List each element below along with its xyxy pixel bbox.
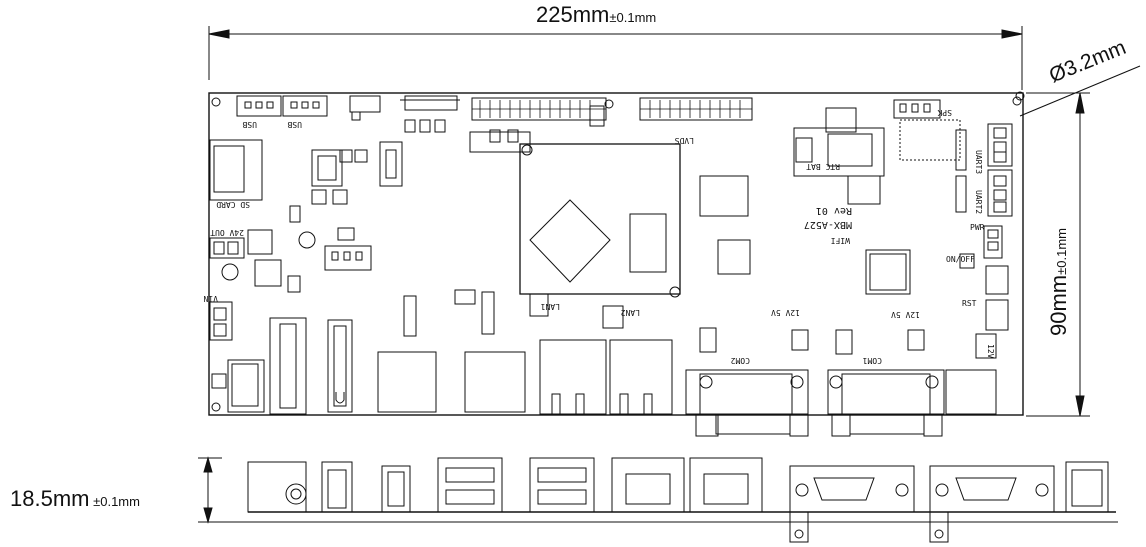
board-silkscreen: USB USB SD CARD 24V OUT VIN LVDS RTC BAT… (203, 108, 995, 365)
label-lvds: LVDS (675, 136, 694, 145)
label-model: MBX-A527 (804, 219, 852, 230)
label-lan1: LAN1 (541, 302, 560, 311)
label-uart2: UART2 (974, 190, 983, 214)
label-usb-b: USB (287, 120, 302, 129)
height-dimension (1026, 92, 1090, 417)
label-on-off: ON/OFF (946, 255, 975, 264)
label-24v-out: 24V OUT (210, 228, 244, 237)
height-value: 90mm (1046, 274, 1071, 336)
label-12v: 12V (986, 344, 995, 359)
board-top-view (208, 92, 1024, 437)
label-com2: COM2 (731, 356, 750, 365)
height-dimension-label: 90mm±0.1mm (1046, 228, 1072, 336)
hole-leader (1015, 65, 1141, 117)
label-12v5v-b: 12V 5V (891, 310, 920, 319)
label-rst: RST (962, 299, 977, 308)
label-12v5v-a: 12V 5V (771, 308, 800, 317)
depth-dimension-label: 18.5mm ±0.1mm (10, 486, 140, 512)
label-uart3: UART3 (974, 150, 983, 174)
width-dimension (208, 26, 1023, 90)
label-com1: COM1 (863, 356, 882, 365)
depth-tolerance: ±0.1mm (89, 494, 140, 509)
height-tolerance: ±0.1mm (1054, 228, 1069, 275)
label-pwr: PWR (970, 223, 985, 232)
label-spk: SPK (937, 108, 952, 117)
width-tolerance: ±0.1mm (609, 10, 657, 25)
width-dimension-label: 225mm±0.1mm (536, 2, 656, 28)
label-vin: VIN (203, 294, 218, 303)
label-sd-card: SD CARD (216, 200, 250, 209)
label-rev: Rev 01 (816, 205, 852, 216)
label-wifi: WIFI (831, 236, 850, 245)
board-side-view (198, 456, 1118, 543)
label-lan2: LAN2 (621, 308, 640, 317)
label-rtc-bat: RTC BAT (806, 162, 840, 171)
label-usb-a: USB (242, 120, 257, 129)
width-value: 225mm (536, 2, 610, 27)
depth-value: 18.5mm (10, 486, 90, 511)
